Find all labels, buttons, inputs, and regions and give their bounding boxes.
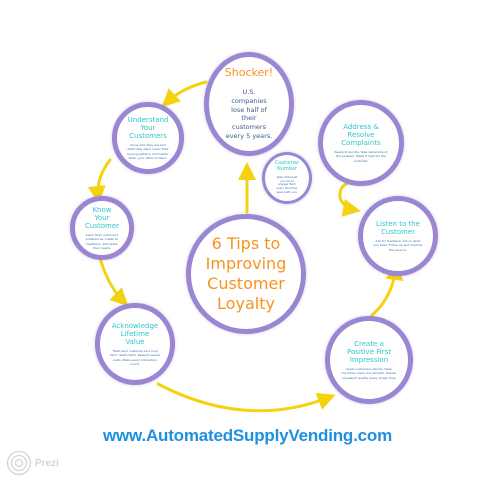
tip-text: Know who they are and what they want. Le… [127, 142, 169, 160]
tip-first-impression[interactable]: Create a Positive First Impression Greet… [325, 316, 413, 404]
tip-title: Know Your Customer [85, 205, 120, 230]
center-node[interactable]: 6 Tips to Improving Customer Loyalty [186, 214, 306, 334]
tip-listen-customer[interactable]: Listen to the Customer Ask for feedback.… [358, 196, 438, 276]
prezi-logo-label: Prezi [35, 457, 59, 469]
tip-title: Address & Resolve Complaints [341, 122, 381, 147]
loyal-title: Customer Number [274, 160, 300, 173]
tip-text: Ask for feedback. Act on what you hear. … [373, 239, 423, 252]
tip-understand-customers[interactable]: Understand Your Customers Know who they … [112, 102, 184, 174]
tip-title: Listen to the Customer [376, 219, 420, 236]
tip-title: Understand Your Customers [127, 115, 169, 140]
arrow-shocker-to-understand [161, 80, 208, 108]
tip-title: Acknowledge Lifetime Value [111, 321, 159, 346]
arrow-understand-to-know [87, 158, 112, 204]
prezi-logo-icon [6, 450, 32, 476]
customer-number-node[interactable]: Customer Number Keep it the best you can… [262, 152, 312, 204]
shocker-title: Shocker! [224, 66, 274, 80]
arrow-address-to-listen [338, 180, 364, 217]
arrow-know-to-acknowledge [98, 256, 129, 307]
tip-know-customer[interactable]: Know Your Customer Learn their name and … [70, 196, 134, 260]
tip-text: Respond quickly. Take ownership of the p… [334, 150, 388, 163]
tip-text: Learn their name and preferences. Listen… [85, 232, 119, 250]
loyal-text: Keep it the best you can to engage them … [276, 175, 298, 194]
tip-title: Create a Positive First Impression [347, 339, 391, 364]
website-url[interactable]: www.AutomatedSupplyVending.com [102, 426, 392, 445]
tip-address-complaints[interactable]: Address & Resolve Complaints Respond qui… [318, 100, 404, 186]
shocker-text: U.S. companies lose half of their custom… [225, 88, 273, 140]
prezi-logo: Prezi [6, 450, 59, 476]
shocker-node[interactable]: Shocker! U.S. companies lose half of the… [204, 52, 294, 156]
tip-text: Greet customers warmly. Keep machines cl… [341, 367, 397, 380]
tip-text: Treat each customer as a long term relat… [110, 348, 160, 366]
tip-acknowledge-value[interactable]: Acknowledge Lifetime Value Treat each cu… [95, 303, 175, 385]
center-title: 6 Tips to Improving Customer Loyalty [205, 234, 287, 313]
arrow-acknowledge-to-impression [156, 382, 336, 413]
